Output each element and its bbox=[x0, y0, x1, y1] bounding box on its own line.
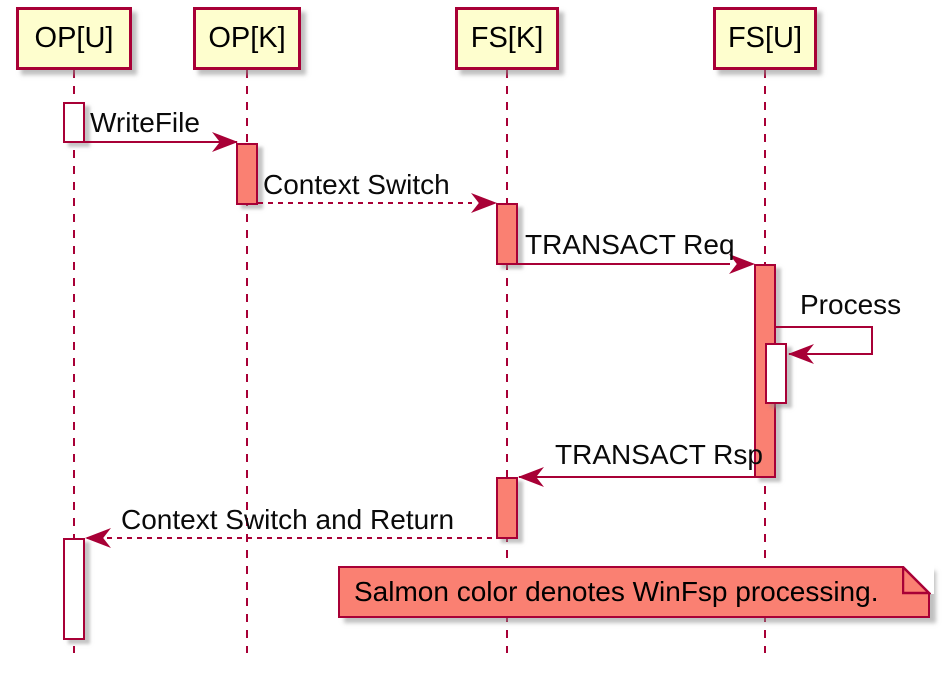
participant-box-fs-u: FS[U] bbox=[713, 7, 817, 70]
process-self-line-top bbox=[776, 326, 873, 328]
context-switch-return-message-line bbox=[87, 537, 495, 539]
note-box: Salmon color denotes WinFsp processing. bbox=[338, 566, 930, 618]
context-switch-message-line bbox=[258, 202, 472, 204]
activation-op-u-1 bbox=[63, 102, 85, 143]
lifeline-op-k bbox=[246, 70, 248, 653]
process-message-label: Process bbox=[800, 289, 902, 320]
participant-box-op-u: OP[U] bbox=[16, 7, 132, 70]
transact-rsp-message-line bbox=[519, 476, 754, 478]
note-fold-corner-icon bbox=[902, 566, 931, 595]
process-self-line-vertical bbox=[871, 326, 873, 355]
lifeline-op-u bbox=[73, 70, 75, 653]
participant-box-fs-k: FS[K] bbox=[455, 7, 559, 70]
participant-label-op-k: OP[K] bbox=[208, 22, 286, 54]
activation-fs-k-winfsp-1 bbox=[496, 203, 518, 265]
participant-label-fs-u: FS[U] bbox=[727, 22, 803, 54]
writefile-message-label: WriteFile bbox=[90, 107, 200, 138]
writefile-message-line bbox=[85, 141, 237, 143]
activation-op-u-2 bbox=[63, 538, 85, 640]
activation-fs-u-process-nested bbox=[765, 343, 787, 404]
context-switch-arrowhead-icon bbox=[471, 193, 497, 213]
participant-label-fs-k: FS[K] bbox=[470, 22, 544, 54]
context-switch-message-label: Context Switch bbox=[263, 169, 450, 200]
context-switch-return-message-label: Context Switch and Return bbox=[121, 504, 455, 535]
process-self-line-bottom bbox=[789, 353, 873, 355]
activation-fs-k-winfsp-2 bbox=[496, 477, 518, 539]
participant-label-op-u: OP[U] bbox=[34, 22, 114, 54]
note-text: Salmon color denotes WinFsp processing. bbox=[354, 576, 879, 607]
participant-box-op-k: OP[K] bbox=[193, 7, 301, 70]
transact-req-message-label: TRANSACT Req bbox=[525, 229, 735, 260]
lifeline-fs-k bbox=[506, 70, 508, 653]
transact-req-message-line bbox=[518, 263, 730, 265]
activation-op-k-winfsp bbox=[236, 143, 258, 205]
transact-rsp-message-label: TRANSACT Rsp bbox=[555, 439, 763, 470]
